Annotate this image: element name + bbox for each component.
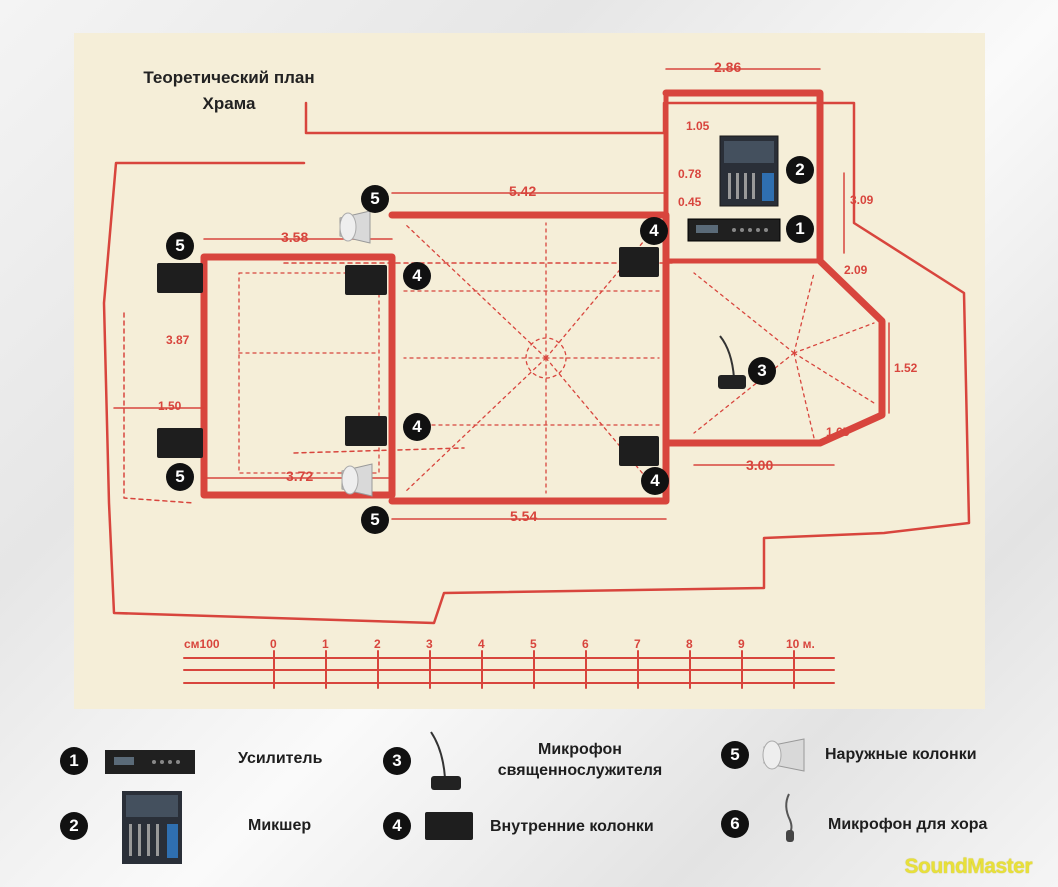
indoor-speakers-on-plan — [345, 247, 659, 466]
dim-label: 3.87 — [166, 333, 190, 347]
dim-label: 2.09 — [844, 263, 868, 277]
horn-speaker-icon — [762, 738, 805, 772]
dim-label: 3.58 — [281, 229, 309, 245]
legend-priest-mic-label: Микрофон священнослужителя — [480, 739, 680, 781]
dim-label: 1.52 — [894, 361, 918, 375]
badge-priest-mic: 3 — [748, 357, 776, 385]
plan-title-line1: Теоретический план — [143, 68, 315, 87]
floor-plan-panel: Теоретический план Храма 2.86 5.42 3.58 … — [74, 33, 985, 709]
scale-tick: 9 — [738, 637, 745, 651]
legend-badge-outdoor-speaker: 5 — [721, 741, 749, 769]
site-outline — [102, 101, 971, 625]
legend-badge-choir-mic: 6 — [721, 810, 749, 838]
legend-amplifier-label: Усилитель — [238, 750, 323, 767]
legend-mixer-label: Микшер — [248, 817, 312, 834]
dim-label: 1.05 — [686, 119, 710, 133]
dim-label: 3.00 — [746, 457, 774, 473]
legend-outdoor-speakers-label: Наружные колонки — [825, 746, 977, 763]
dim-label: 5.54 — [510, 508, 538, 524]
legend-badge-indoor-speaker: 4 — [383, 812, 411, 840]
priest-microphone-icon — [430, 731, 461, 790]
outdoor-box-speakers-on-plan — [157, 263, 203, 458]
dim-label: 1.65 — [826, 425, 850, 439]
scale-tick: 6 — [582, 637, 589, 651]
mixer-icon — [122, 791, 182, 864]
wall-nave — [388, 211, 670, 505]
scale-tick: 0 — [270, 637, 277, 651]
scale-tick: 4 — [478, 637, 485, 651]
amplifier-on-plan — [687, 218, 781, 242]
legend-badge-priest-mic: 3 — [383, 747, 411, 775]
dim-label: 3.72 — [286, 468, 314, 484]
priest-mic-on-plan — [718, 335, 746, 389]
badge-mixer: 2 — [786, 156, 814, 184]
dim-label: 3.09 — [850, 193, 874, 207]
wall-altar — [662, 89, 886, 447]
dim-label: 2.86 — [714, 59, 742, 75]
indoor-speaker-icon — [425, 812, 473, 840]
scale-tick: 3 — [426, 637, 433, 651]
legend-priest-mic-line2: священнослужителя — [497, 762, 663, 779]
inner-outline — [123, 262, 675, 504]
plan-title: Теоретический план Храма — [114, 65, 344, 117]
dim-label: 1.50 — [158, 399, 182, 413]
scale-tick: 8 — [686, 637, 693, 651]
scale-tick: 2 — [374, 637, 381, 651]
amplifier-icon — [105, 750, 195, 774]
legend-indoor-speakers-label: Внутренние колонки — [490, 818, 654, 835]
badge-outdoor-speaker: 5 — [361, 185, 389, 213]
choir-microphone-icon — [785, 793, 794, 842]
badge-outdoor-speaker: 5 — [361, 506, 389, 534]
brand-logo: SoundMaster — [904, 855, 1032, 878]
mixer-on-plan — [719, 135, 779, 207]
scale-tick: 7 — [634, 637, 641, 651]
legend-priest-mic-line1: Микрофон — [538, 741, 622, 758]
wall-altar-inner — [663, 90, 823, 264]
legend-badge-mixer: 2 — [60, 812, 88, 840]
dim-label: 0.78 — [678, 167, 702, 181]
badge-indoor-speaker: 4 — [641, 467, 669, 495]
badge-amplifier: 1 — [786, 215, 814, 243]
scale-tick: 5 — [530, 637, 537, 651]
scale-tick: 1 — [322, 637, 329, 651]
floor-plan-drawing — [102, 68, 971, 689]
legend-badge-amplifier: 1 — [60, 747, 88, 775]
plan-title-line2: Храма — [202, 94, 256, 113]
horn-speakers-on-plan — [339, 210, 373, 497]
badge-indoor-speaker: 4 — [640, 217, 668, 245]
badge-outdoor-speaker: 5 — [166, 232, 194, 260]
legend-choir-mic-label: Микрофон для хора — [828, 816, 988, 833]
badge-indoor-speaker: 4 — [403, 262, 431, 290]
scale-tick: 10 м. — [786, 637, 815, 651]
wall-narthex — [200, 253, 396, 499]
badge-indoor-speaker: 4 — [403, 413, 431, 441]
dim-label: 5.42 — [509, 183, 537, 199]
badge-outdoor-speaker: 5 — [166, 463, 194, 491]
scale-prefix: см100 — [184, 637, 220, 651]
dim-label: 0.45 — [678, 195, 702, 209]
